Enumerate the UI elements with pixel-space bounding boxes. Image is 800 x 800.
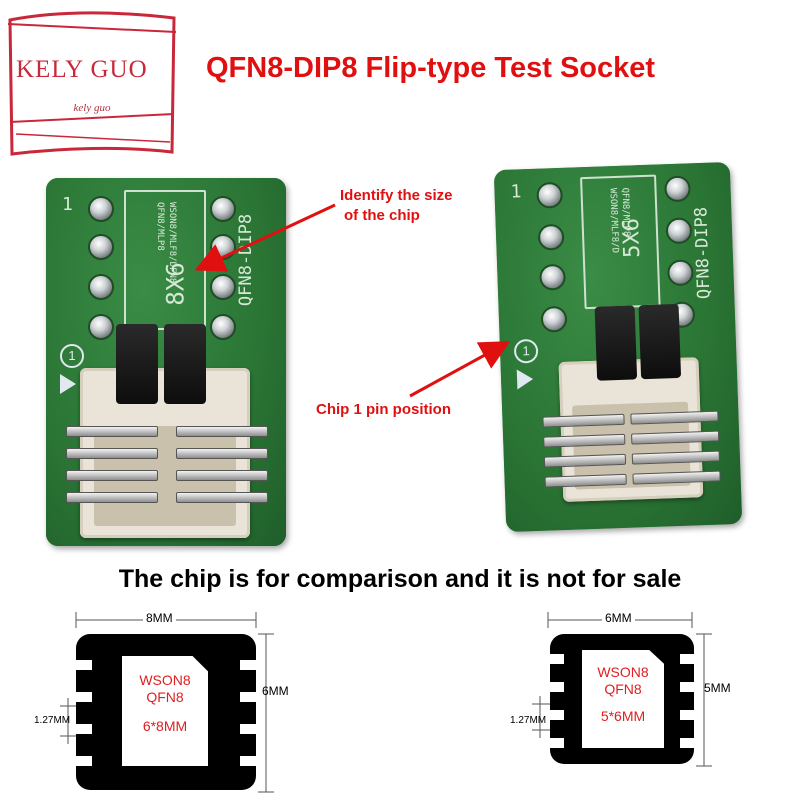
- chip-type-line: QFN8: [146, 689, 184, 705]
- chip-type-line: WSON8: [139, 672, 191, 688]
- height-dimension: 6MM: [262, 684, 289, 698]
- dip-pad: [210, 274, 236, 300]
- chip-pin: [240, 756, 256, 766]
- chip-pin: [240, 660, 256, 670]
- socket-lid-latch: [164, 324, 206, 404]
- pin1-annotation: Chip 1 pin position: [316, 401, 451, 418]
- chip-pin: [680, 738, 694, 748]
- page-title: QFN8-DIP8 Flip-type Test Socket: [206, 52, 656, 84]
- width-dimension: 6MM: [602, 611, 635, 625]
- chip-type-line: WSON8: [597, 664, 649, 680]
- chip-pad-label: WSON8 QFN8 5*6MM: [582, 650, 664, 748]
- pitch-dimension: 1.27MM: [510, 715, 547, 726]
- chip-pin: [680, 654, 694, 664]
- chip-size: 6*8MM: [142, 718, 188, 734]
- socket-contact: [176, 448, 268, 459]
- chip-body: WSON8 QFN8 6*8MM: [76, 634, 256, 790]
- brand-logo: KELY GUO kely guo: [2, 2, 182, 162]
- logo-signature: kely guo: [73, 102, 111, 114]
- dip-pad: [210, 314, 236, 340]
- chip-size: 5*6MM: [600, 708, 646, 724]
- chip-pad-label: WSON8 QFN8 6*8MM: [122, 656, 208, 766]
- size-annotation-line: Identify the size: [340, 187, 453, 204]
- chip-pin: [550, 654, 564, 664]
- size-annotation: Identify the size of the chip: [340, 186, 453, 226]
- pin1-triangle-marker: [60, 374, 76, 394]
- socket-contact: [66, 448, 158, 459]
- pitch-dimension: 1.27MM: [34, 715, 71, 726]
- chip-pin: [680, 682, 694, 692]
- disclaimer-caption: The chip is for comparison and it is not…: [118, 565, 682, 593]
- socket-contact: [66, 426, 158, 437]
- socket-contact: [176, 470, 268, 481]
- dip-pad: [88, 234, 114, 260]
- size-arrow: [194, 203, 336, 272]
- dip-pad: [88, 314, 114, 340]
- dip-pad: [210, 196, 236, 222]
- chip-pin: [76, 756, 92, 766]
- logo-frame-graphic: [7, 11, 177, 156]
- chip-pin: [240, 692, 256, 702]
- socket-contact: [176, 426, 268, 437]
- pin1-marker: 1: [62, 194, 73, 215]
- chip-pin: [680, 710, 694, 720]
- chip-pin: [550, 682, 564, 692]
- logo-name: KELY GUO: [16, 56, 148, 83]
- socket-contact: [176, 492, 268, 503]
- socket-lid-latch: [116, 324, 158, 404]
- chip-pin: [76, 660, 92, 670]
- chip-pin: [76, 724, 92, 734]
- chip-pin: [550, 738, 564, 748]
- chip-type-line: QFN8: [604, 681, 642, 697]
- dip-pad: [88, 196, 114, 222]
- socket-board-8x6: 1 WSON8/MLF8/DFN8 QFN8/MLP8 8X6 QFN8-DIP…: [46, 178, 286, 546]
- chip-pin: [550, 710, 564, 720]
- size-annotation-line: of the chip: [344, 207, 420, 224]
- pin1-arrow: [409, 341, 511, 398]
- height-dimension: 5MM: [704, 681, 731, 695]
- chip-pin: [240, 724, 256, 734]
- socket-contact: [66, 492, 158, 503]
- chip-pin: [76, 692, 92, 702]
- chip-body: WSON8 QFN8 5*6MM: [550, 634, 694, 764]
- socket-contact: [66, 470, 158, 481]
- width-dimension: 8MM: [143, 611, 176, 625]
- dip-pad: [88, 274, 114, 300]
- pin1-circle-marker: 1: [60, 344, 84, 368]
